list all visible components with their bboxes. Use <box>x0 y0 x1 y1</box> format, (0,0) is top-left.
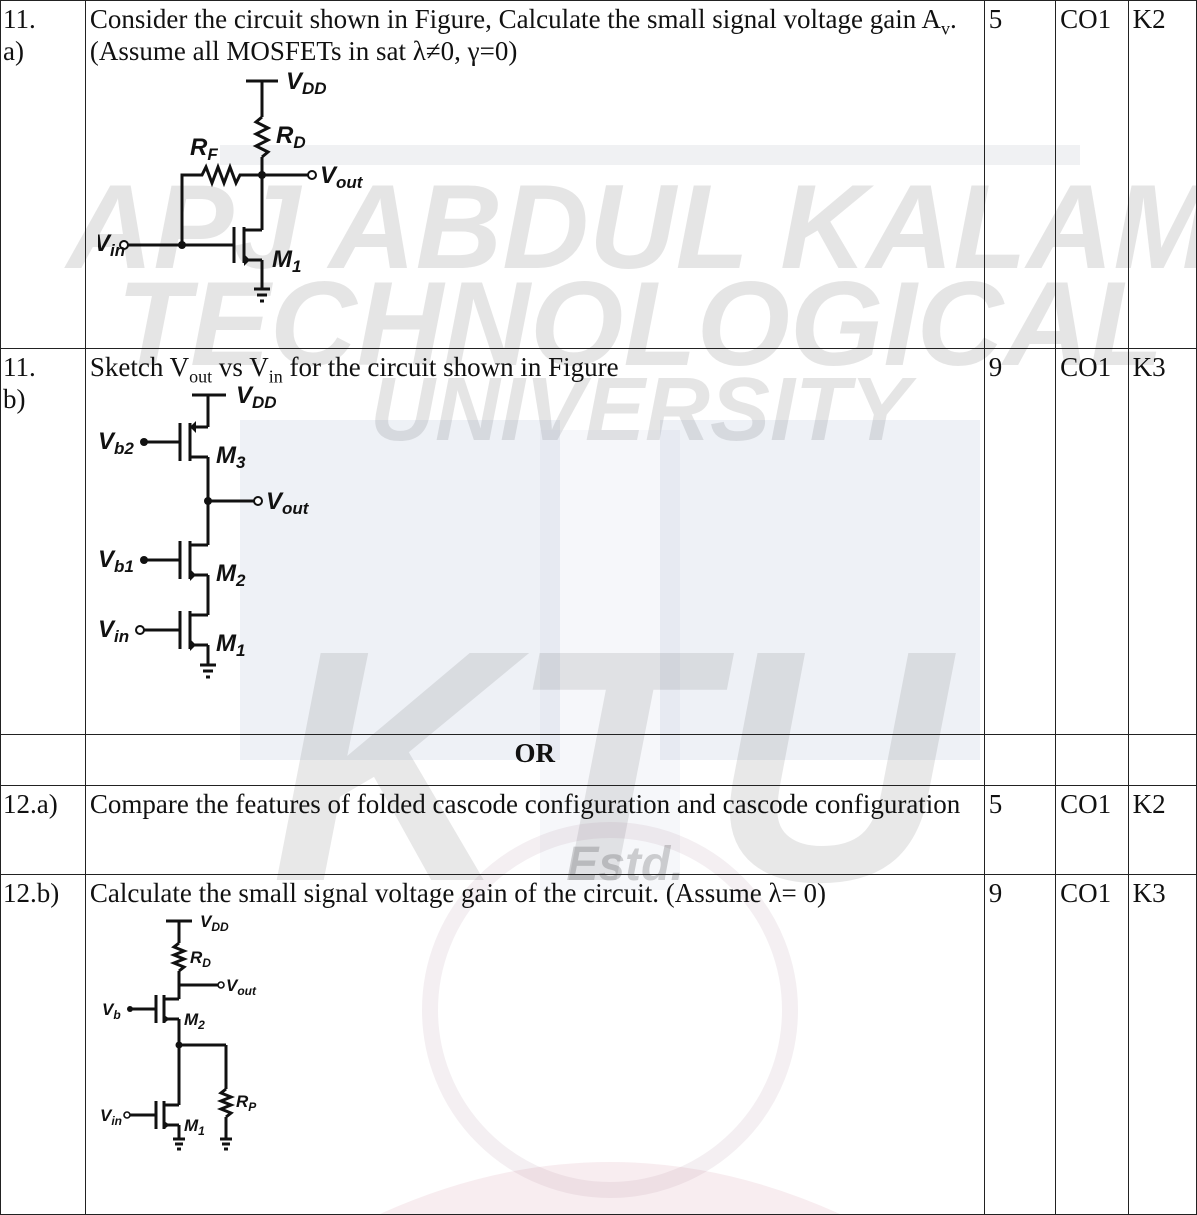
knowledge-level: K2 <box>1127 785 1197 875</box>
question-number: 11. a) <box>0 0 86 349</box>
question-text-sub: in <box>268 366 283 387</box>
question-text-part: for the circuit shown in Figure <box>282 352 619 382</box>
question-number: 12.a) <box>0 785 86 875</box>
table-row: 12.a) Compare the features of folded cas… <box>0 785 1197 875</box>
empty-cell <box>1127 734 1197 786</box>
question-text: Compare the features of folded cascode c… <box>84 785 985 875</box>
table-row: 12.b) Calculate the small signal voltage… <box>0 874 1197 1215</box>
question-text-part: Sketch V <box>89 352 190 382</box>
question-text-part: Consider the circuit shown in Figure, Ca… <box>89 4 941 34</box>
table-row: 11. b) Sketch Vout vs Vin for the circui… <box>0 348 1197 735</box>
table-row: 11. a) Consider the circuit shown in Fig… <box>0 0 1197 349</box>
label-vout: Vout <box>320 162 364 192</box>
label-rp: RP <box>236 1092 257 1114</box>
label-vin: Vin <box>100 1106 122 1128</box>
label-vb1: Vb1 <box>98 546 134 576</box>
marks: 9 <box>983 348 1057 735</box>
label-vdd: VDD <box>200 912 229 934</box>
label-vb2: Vb2 <box>98 428 134 458</box>
circuit-figure-11a: VDD RD RF Vout Vin M1 <box>94 68 364 303</box>
label-vb: Vb <box>102 1000 121 1022</box>
label-m3: M3 <box>216 442 246 472</box>
marks: 5 <box>983 785 1057 875</box>
label-vout: Vout <box>226 976 257 998</box>
knowledge-level: K2 <box>1127 0 1197 349</box>
or-separator: OR <box>84 734 985 786</box>
course-outcome: CO1 <box>1055 785 1129 875</box>
label-m1: M1 <box>216 630 245 660</box>
label-vdd: VDD <box>286 68 327 98</box>
question-text-12b: Calculate the small signal voltage gain … <box>89 878 827 908</box>
label-m2: M2 <box>184 1010 205 1032</box>
label-m1: M1 <box>184 1116 205 1138</box>
empty-cell <box>983 734 1057 786</box>
label-vout: Vout <box>266 488 310 518</box>
question-number: 11. b) <box>0 348 86 735</box>
label-vin: Vin <box>98 616 129 646</box>
label-rd: RD <box>190 948 211 970</box>
course-outcome: CO1 <box>1055 874 1129 1215</box>
label-m2: M2 <box>216 560 246 590</box>
label-rd: RD <box>276 122 306 152</box>
question-text-sub: out <box>189 366 213 387</box>
marks: 9 <box>983 874 1057 1215</box>
question-text: Sketch Vout vs Vin for the circuit shown… <box>84 348 985 735</box>
label-vin: Vin <box>98 230 125 260</box>
label-rf: RF <box>190 134 218 164</box>
question-text-part: . (Assume all MOSFETs in sat λ≠0, γ=0) <box>89 4 957 66</box>
circuit-figure-11b: VDD Vb2 M3 Vout Vb1 M2 Vin M1 <box>98 382 310 679</box>
question-text-sub: v <box>941 18 950 39</box>
course-outcome: CO1 <box>1055 0 1129 349</box>
course-outcome: CO1 <box>1055 348 1129 735</box>
marks: 5 <box>983 0 1057 349</box>
knowledge-level: K3 <box>1127 874 1197 1215</box>
question-number: 12.b) <box>0 874 86 1215</box>
question-text: Consider the circuit shown in Figure, Ca… <box>84 0 985 349</box>
empty-cell <box>0 734 86 786</box>
knowledge-level: K3 <box>1127 348 1197 735</box>
table-row: OR <box>0 734 1197 786</box>
question-text-part: vs V <box>212 352 269 382</box>
circuit-figure-12b: VDD RD Vout Vb M2 Vin M1 RP <box>100 912 257 1151</box>
label-m1: M1 <box>272 246 301 276</box>
question-text: Calculate the small signal voltage gain … <box>84 874 985 1215</box>
label-vdd: VDD <box>236 383 277 412</box>
empty-cell <box>1055 734 1129 786</box>
